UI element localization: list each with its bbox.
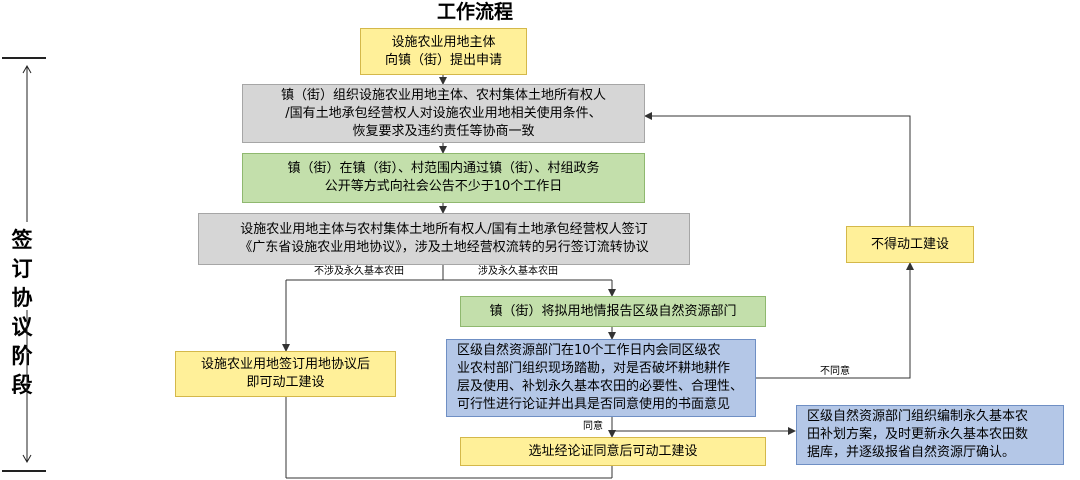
node-start-after-sign: 设施农业用地签订用地协议后 即可动工建设: [175, 351, 396, 397]
node-negotiate: 镇（街）组织设施农业用地主体、农村集体土地所有权人 /国有土地承包经营权人对设施…: [242, 84, 645, 143]
edge-no-construction-negotiate: [644, 112, 911, 226]
node-apply: 设施农业用地主体 向镇（街）提出申请: [360, 28, 527, 75]
node-report: 镇（街）将拟用地情报告区级自然资源部门: [460, 296, 766, 327]
label-agree: 同意: [583, 421, 603, 432]
node-sign: 设施农业用地主体与农村集体土地所有权人/国有土地承包经营权人签订 《广东省设施农…: [198, 213, 690, 265]
edge-review-no-construction: [756, 262, 914, 379]
node-start-after-review: 选址经论证同意后可动工建设: [460, 437, 766, 466]
node-compensate: 区级自然资源部门组织编制永久基本农 田补划方案，及时更新永久基本农田数 据库，并…: [796, 405, 1064, 465]
label-involved: 涉及永久基本农田: [478, 266, 558, 277]
node-publicize: 镇（街）在镇（街）、村范围内通过镇（街）、村组政务 公开等方式向社会公告不少于1…: [242, 153, 645, 203]
node-no-construction: 不得动工建设: [846, 226, 974, 263]
stage-bracket: [2, 57, 46, 472]
node-review: 区级自然资源部门在10个工作日内会同区级农 业农村部门组织现场踏勘，对是否破坏耕…: [446, 339, 756, 417]
label-disagree: 不同意: [820, 366, 850, 377]
diagram-title: 工作流程: [436, 1, 513, 23]
label-not-involved: 不涉及永久基本农田: [314, 266, 404, 277]
